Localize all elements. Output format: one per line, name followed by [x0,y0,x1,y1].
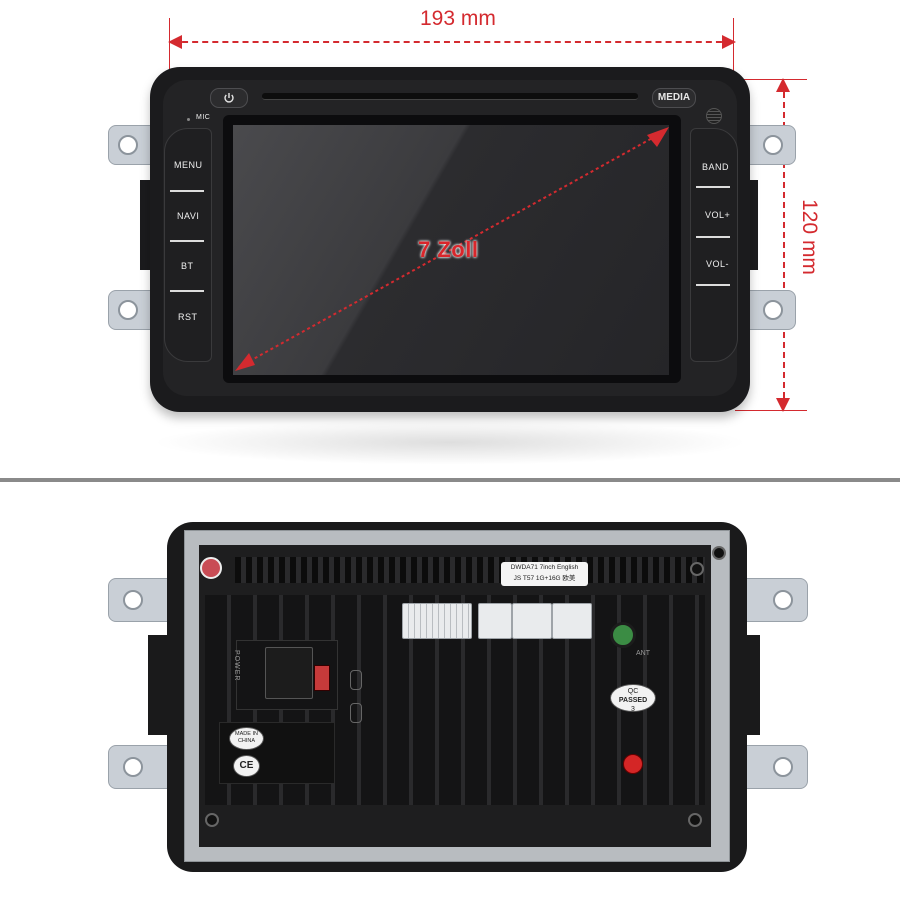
section-divider [0,478,900,482]
diagonal-size-label: 7 Zoll [418,237,479,262]
width-arrow-left [168,35,182,49]
power-icon [224,93,234,103]
extension-line-left [169,18,170,78]
ce-mark: CE [233,755,260,777]
connector-port[interactable] [552,603,592,639]
left-button-pad [164,128,212,362]
button-divider [170,190,204,192]
vol-up-button[interactable]: VOL+ [705,210,731,220]
height-arrow-bottom [776,398,790,412]
width-arrow-right [722,35,736,49]
ant-label: ANT [636,650,650,657]
extension-line-right [733,18,734,78]
extension-line-top [735,79,807,80]
red-connector[interactable] [314,665,330,691]
vol-down-button[interactable]: VOL- [706,259,730,269]
rst-button[interactable]: RST [178,312,198,322]
ir-sensor [706,108,722,124]
usb-slot[interactable] [350,670,362,690]
button-divider [696,236,730,238]
model-sticker-line1: DWDA71 7inch English [510,564,579,571]
media-button[interactable]: MEDIA [652,88,696,108]
top-vent-row [235,557,705,583]
qc-line3: 3 [631,706,635,713]
screw [712,546,726,560]
screw [688,813,702,827]
rear-bracket-top-right [738,578,808,622]
rear-bracket-bottom-right [738,745,808,789]
height-dimension-line [783,82,785,408]
made-in-china-sticker: MADE IN CHINA [229,727,264,750]
screw [205,813,219,827]
right-button-pad [690,128,738,362]
navi-button[interactable]: NAVI [177,211,200,221]
power-connector[interactable] [265,647,313,699]
button-divider [170,290,204,292]
model-sticker: DWDA71 7inch English JS T57 1G+16G 欧美 [501,562,588,586]
unit-reflection [152,420,748,465]
made-in-line1: MADE IN [235,731,258,737]
front-view: 193 mm 120 mm MEDIA MIC MENU NAVI BT RST… [108,7,821,465]
power-button[interactable] [210,88,248,108]
qc-passed-sticker: QC PASSED 3 [610,684,656,713]
mic-dot [187,118,190,121]
screw [690,562,704,576]
antenna-port[interactable] [610,622,636,648]
button-divider [696,186,730,188]
model-sticker-line2: JS T57 1G+16G 欧美 [513,575,576,582]
qc-line1: QC [627,688,639,695]
red-adjust-knob[interactable] [623,754,643,774]
menu-button[interactable]: MENU [174,160,203,170]
width-dimension-label: 193 mm [420,7,496,30]
made-in-line2: CHINA [237,738,256,744]
extension-line-bottom [735,410,807,411]
connector-port[interactable] [478,603,512,639]
usb-slot[interactable] [350,703,362,723]
button-divider [170,240,204,242]
qc-line2: PASSED [618,697,648,704]
power-label: POWER [233,650,240,682]
red-sticker [200,557,222,579]
connector-port[interactable] [402,603,472,639]
mic-label: MIC [196,114,211,121]
disc-slot [262,93,638,100]
band-button[interactable]: BAND [702,162,730,172]
bt-button[interactable]: BT [181,261,194,271]
height-arrow-top [776,78,790,92]
connector-port[interactable] [512,603,552,639]
height-dimension-label: 120 mm [797,199,821,275]
width-dimension-line [172,41,732,43]
diagonal-measurement [235,127,669,371]
button-divider [696,284,730,286]
